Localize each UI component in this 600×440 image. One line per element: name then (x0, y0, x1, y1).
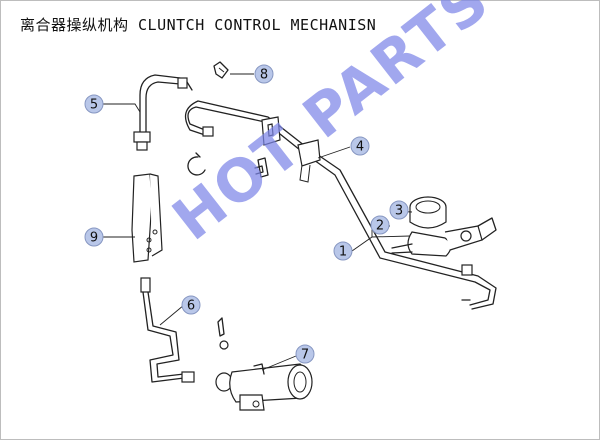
svg-text:9: 9 (90, 231, 98, 246)
part-4-clutch-pipe (184, 100, 497, 310)
callout-7: 7 (295, 344, 315, 364)
svg-text:6: 6 (187, 299, 195, 314)
part-5-hose (133, 74, 193, 151)
part-8-clip (213, 61, 229, 79)
callout-2: 2 (370, 215, 390, 235)
svg-text:7: 7 (301, 348, 309, 363)
callout-6: 6 (181, 295, 201, 315)
part-9-bracket (131, 173, 163, 263)
svg-text:3: 3 (395, 204, 403, 219)
callout-1: 1 (333, 241, 353, 261)
callout-8: 8 (254, 64, 274, 84)
svg-text:5: 5 (90, 98, 98, 113)
diagram-title: 离合器操纵机构 CLUNTCH CONTROL MECHANISN (20, 16, 377, 34)
svg-text:4: 4 (356, 140, 364, 155)
callout-5: 5 (84, 94, 104, 114)
retaining-clip (187, 152, 206, 176)
svg-text:1: 1 (339, 245, 347, 260)
callout-3: 3 (389, 200, 409, 220)
leader-lines (101, 73, 413, 371)
callout-9: 9 (84, 227, 104, 247)
part-6-lower-pipe (140, 277, 195, 383)
master-cylinder-assembly (391, 196, 497, 257)
svg-text:8: 8 (260, 68, 268, 83)
svg-text:2: 2 (376, 219, 384, 234)
callout-4: 4 (350, 136, 370, 156)
part-7-slave-cylinder (215, 317, 313, 411)
